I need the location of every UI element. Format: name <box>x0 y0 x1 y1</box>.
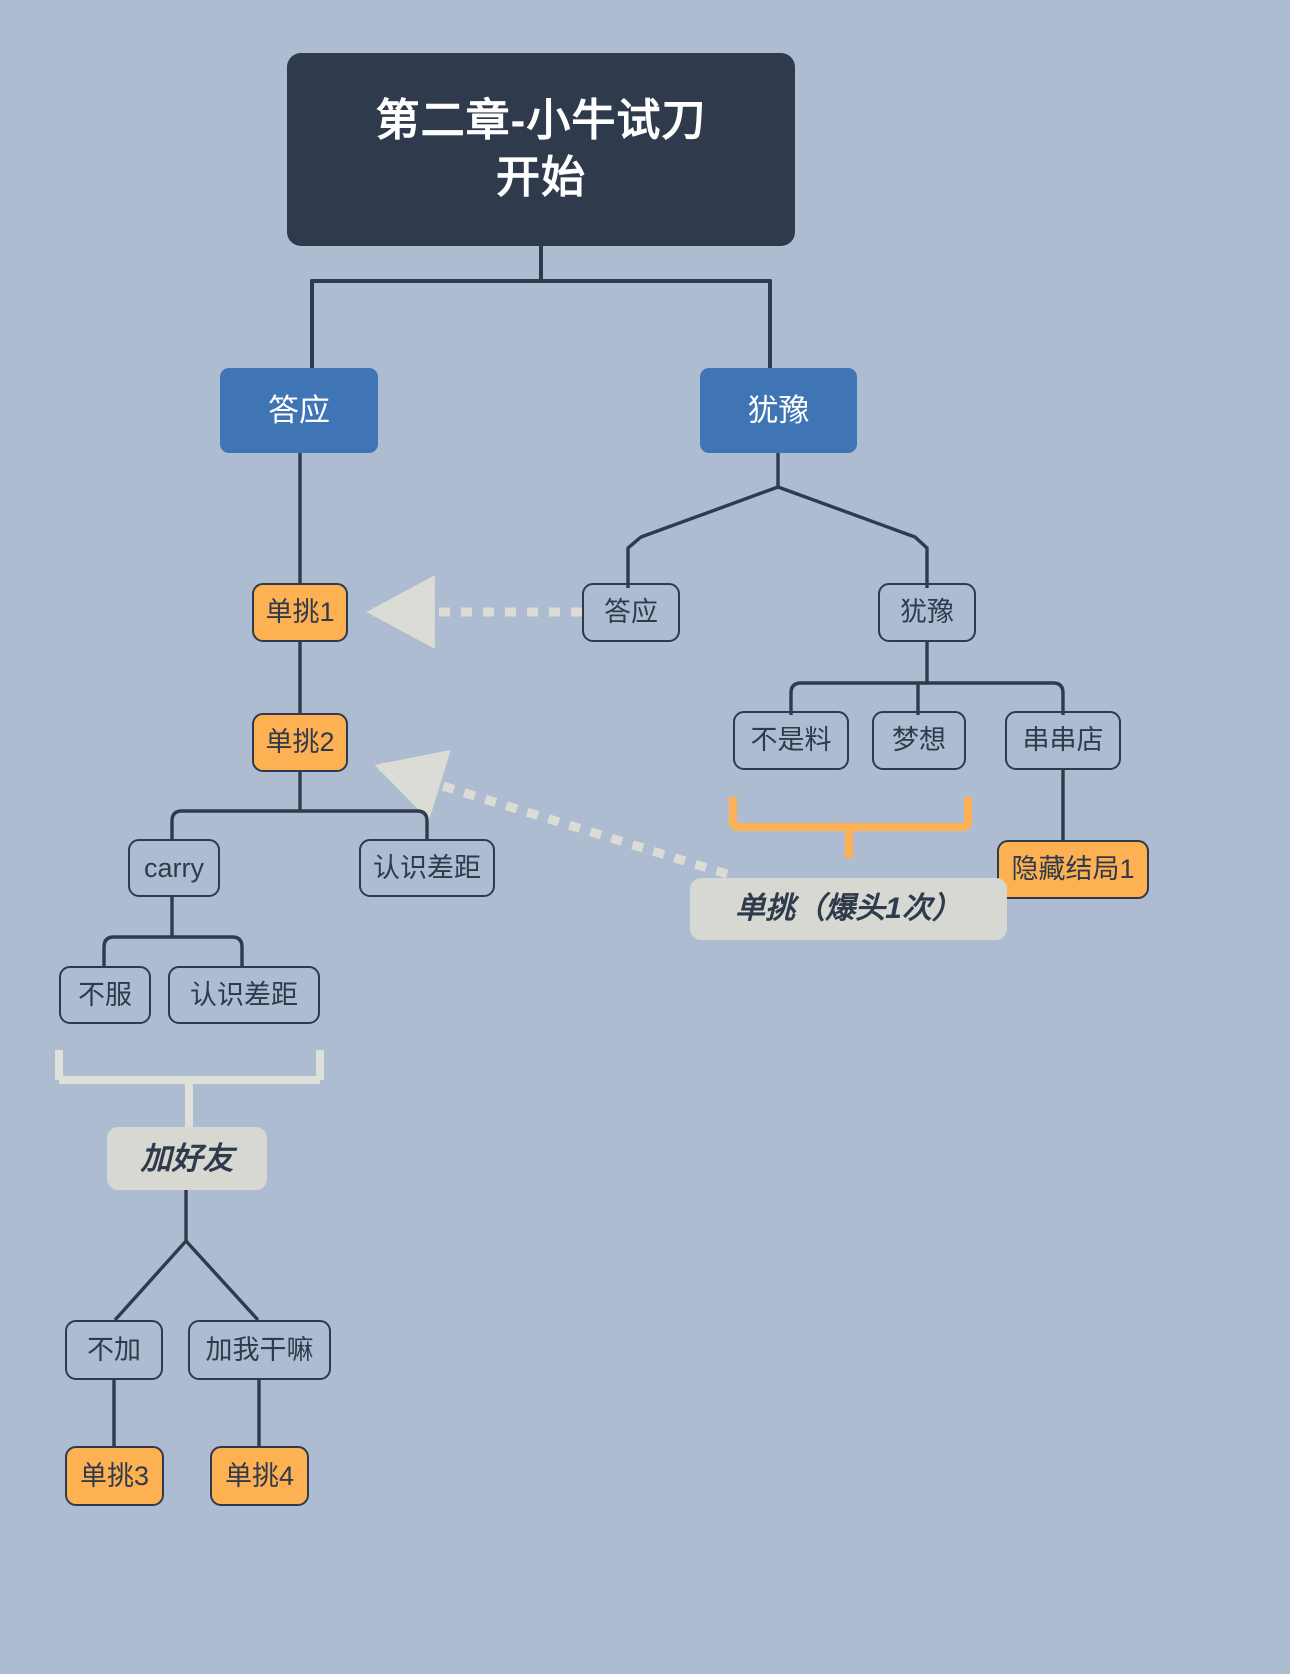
node-sub-yes[interactable]: 答应 <box>582 583 680 642</box>
node-skewer-shop[interactable]: 串串店 <box>1005 711 1121 770</box>
node-gap-a[interactable]: 认识差距 <box>359 839 495 897</box>
edge-hesitate-to-children <box>626 453 929 588</box>
edge-leaves-to-duels <box>112 1380 261 1448</box>
node-carry[interactable]: carry <box>128 839 220 897</box>
node-why-friend[interactable]: 加我干嘛 <box>188 1320 331 1380</box>
node-duel-2[interactable]: 单挑2 <box>252 713 348 772</box>
node-choice-hesitate[interactable]: 犹豫 <box>700 368 857 453</box>
node-choice-yes[interactable]: 答应 <box>220 368 378 453</box>
edge-orange-bracket <box>729 797 972 858</box>
label-add-friend[interactable]: 加好友 <box>107 1127 267 1190</box>
edge-hes2-to-children <box>789 642 1065 715</box>
node-dream[interactable]: 梦想 <box>872 711 966 770</box>
node-duel-3[interactable]: 单挑3 <box>65 1446 164 1506</box>
edge-root-to-choices <box>310 244 772 370</box>
edge-duel2-to-children <box>170 772 429 841</box>
edge-gray-bracket <box>55 1050 324 1128</box>
label-duel-headshot[interactable]: 单挑（爆头1次） <box>690 878 1007 940</box>
node-duel-1[interactable]: 单挑1 <box>252 583 348 642</box>
node-duel-4[interactable]: 单挑4 <box>210 1446 309 1506</box>
node-refuse-friend[interactable]: 不加 <box>65 1320 163 1380</box>
node-sub-hesitate[interactable]: 犹豫 <box>878 583 976 642</box>
node-not-material[interactable]: 不是料 <box>733 711 849 770</box>
node-defiant[interactable]: 不服 <box>59 966 151 1024</box>
node-hidden-ending-1[interactable]: 隐藏结局1 <box>997 840 1149 899</box>
node-title[interactable]: 第二章-小牛试刀 开始 <box>287 53 795 246</box>
edge-friend-to-children <box>113 1190 260 1322</box>
node-gap-b[interactable]: 认识差距 <box>168 966 320 1024</box>
edge-carry-to-children <box>102 896 244 968</box>
